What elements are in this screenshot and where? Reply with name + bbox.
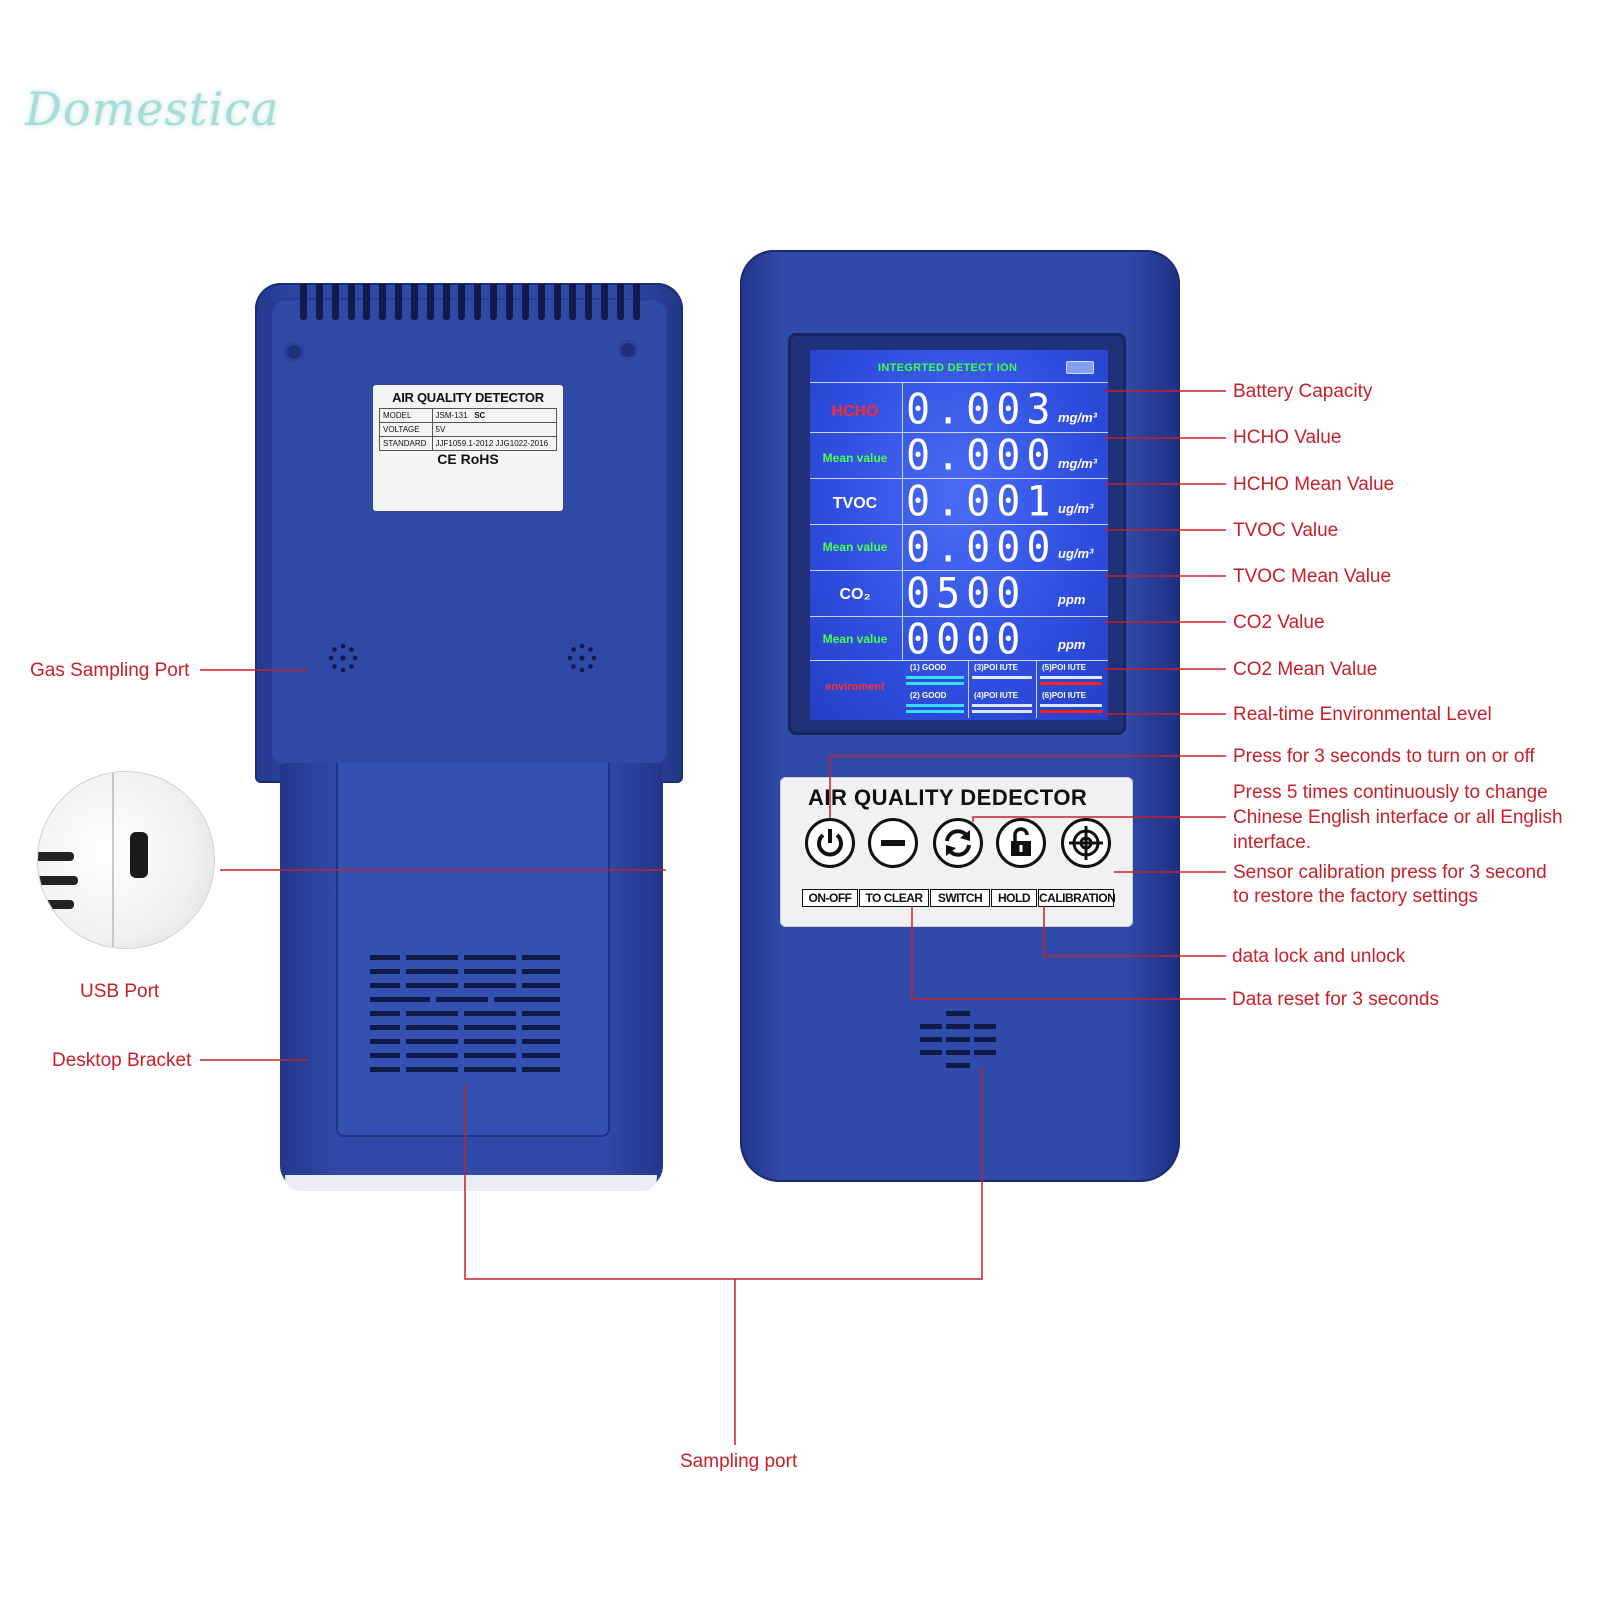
panel-title: AIR QUALITY DEDECTOR [808,785,1088,810]
env-level-5: (5)POI IUTE [1042,663,1087,672]
button-label-clear: TO CLEAR [859,889,929,907]
env-level-4: (4)POI IUTE [974,691,1019,700]
callout-hcho-mean: HCHO Mean Value [1233,474,1395,495]
usb-port-icon [130,832,148,878]
back-panel [270,298,668,768]
brand-logo: Domestica [25,82,280,136]
callout-switch-line3: interface. [1233,832,1312,853]
back-base [285,1175,657,1191]
screw-icon [284,342,304,362]
env-level-2: (2) GOOD [910,691,947,700]
certification-marks: CE RoHS [437,451,499,467]
environment-level-grid: (1) GOOD (2) GOOD (3)POI IUTE (4)POI IUT… [902,660,1108,720]
env-level-1: (1) GOOD [910,663,947,672]
label-title: AIR QUALITY DETECTOR [392,390,544,405]
callout-hold: data lock and unlock [1232,946,1406,967]
clear-button[interactable] [868,818,918,868]
screw-icon [618,340,638,360]
tvoc-unit: ug/m³ [1058,501,1094,516]
callout-battery: Battery Capacity [1233,381,1373,402]
gas-sampling-port-icon [567,643,597,673]
hold-button[interactable] [996,818,1046,868]
co2-label: CO₂ [839,586,871,603]
tvoc-mean-label: Mean value [822,540,888,554]
callout-switch-line1: Press 5 times continuously to change [1233,782,1548,803]
product-label: AIR QUALITY DETECTOR MODEL JSM-131 SC VO… [373,385,563,511]
refresh-icon [945,829,971,857]
lcd-screen: INTEGRTED DETECT ION HCHO 0.003 mg/m³ Me… [810,350,1108,720]
environment-label: enviroment [825,681,885,693]
button-label-switch: SWITCH [930,889,990,907]
front-sampling-grille [920,1011,996,1068]
co2-mean-unit: ppm [1058,637,1086,652]
callout-onoff: Press for 3 seconds to turn on or off [1233,746,1535,767]
callout-bracket: Desktop Bracket [52,1050,192,1071]
callout-hcho: HCHO Value [1233,427,1342,448]
usb-port-closeup [38,772,214,948]
tvoc-label: TVOC [832,495,878,512]
button-label-calibration: CALIBRATION [1038,889,1116,907]
calibration-button[interactable] [1061,818,1111,868]
co2-mean-label: Mean value [822,632,888,646]
co2-mean-value: 0000 [906,615,1027,665]
tvoc-value: 0.001 [906,477,1057,527]
callout-co2: CO2 Value [1233,612,1325,633]
hcho-value: 0.003 [906,385,1057,435]
callout-sampling-port: Sampling port [680,1451,798,1472]
hcho-mean-label: Mean value [822,451,888,465]
env-level-6: (6)POI IUTE [1042,691,1087,700]
callout-environment: Real-time Environmental Level [1233,704,1492,725]
co2-unit: ppm [1058,592,1086,607]
callout-tvoc-mean: TVOC Mean Value [1233,566,1392,587]
back-speaker-grille [370,955,560,1072]
callout-co2-mean: CO2 Mean Value [1233,659,1378,680]
switch-button[interactable] [933,818,983,868]
crosshair-icon [1069,826,1103,860]
top-vents [300,284,640,320]
co2-value: 0500 [906,569,1027,619]
label-value: JSM-131 SC [431,408,557,423]
callout-gas-sampling: Gas Sampling Port [30,660,190,681]
callout-calibration-line1: Sensor calibration press for 3 second [1233,862,1547,883]
battery-icon [1066,361,1094,374]
label-spec-table: MODEL JSM-131 SC VOLTAGE 5V STANDARD JJF… [379,408,557,451]
desktop-bracket[interactable] [336,763,610,1137]
hcho-mean-unit: mg/m³ [1058,456,1097,471]
callout-switch-line2: Chinese English interface or all English [1233,807,1563,828]
gas-sampling-port-icon [328,643,358,673]
tvoc-mean-value: 0.000 [906,523,1057,573]
lcd-title: INTEGRTED DETECT ION [878,362,1018,374]
callout-calibration-line2: to restore the factory settings [1233,886,1479,907]
tvoc-mean-unit: ug/m³ [1058,546,1094,561]
callout-clear: Data reset for 3 seconds [1232,989,1439,1010]
label-value: JJF1059.1-2012 JJG1022-2016 [431,436,557,451]
lock-icon [1011,827,1031,856]
callout-usb: USB Port [80,981,160,1002]
minus-icon [881,840,905,846]
hcho-unit: mg/m³ [1058,410,1097,425]
button-label-onoff: ON-OFF [802,889,858,907]
power-button[interactable] [805,818,855,868]
hcho-mean-value: 0.000 [906,431,1057,481]
hcho-label: HCHO [831,403,879,420]
power-icon [817,829,843,857]
callout-tvoc: TVOC Value [1233,520,1339,541]
button-label-hold: HOLD [991,889,1037,907]
env-level-3: (3)POI IUTE [974,663,1019,672]
